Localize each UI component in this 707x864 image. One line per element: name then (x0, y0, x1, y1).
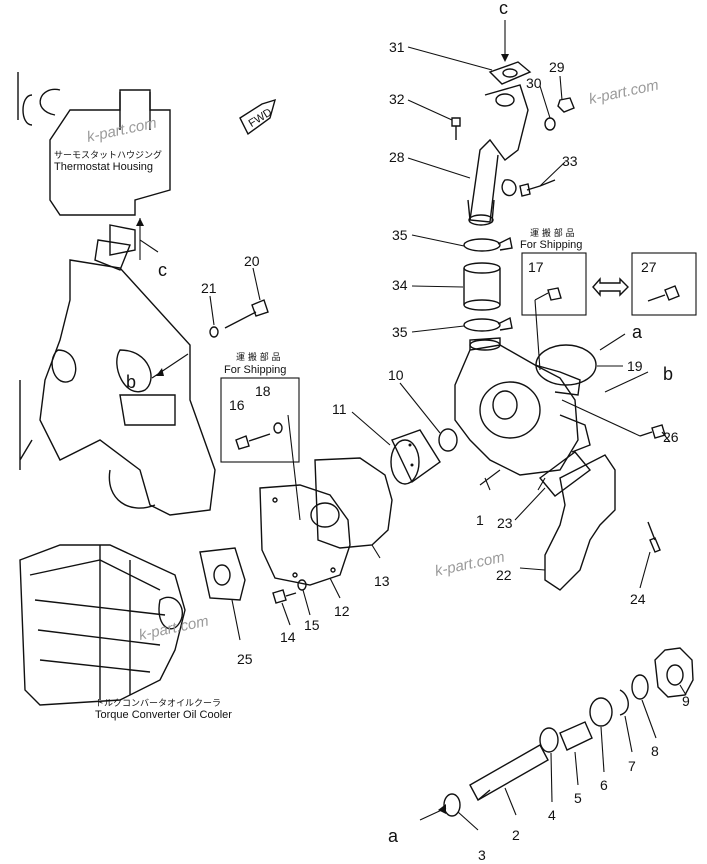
watermark-2: k-part.com (587, 77, 660, 108)
thermostat-label-jp: サーモスタットハウジング (54, 149, 162, 161)
impeller-assembly (390, 428, 458, 485)
part-number-22: 22 (496, 567, 512, 583)
part-number-33: 33 (562, 153, 578, 169)
shipping-label-jp-left: 運 搬 部 品 (236, 351, 281, 363)
oil-cooler-label-en: Torque Converter Oil Cooler (95, 709, 232, 721)
fwd-label: FWD (247, 106, 275, 129)
part-number-11: 11 (332, 401, 347, 417)
part-number-16: 16 (229, 397, 245, 413)
hose-clamps (463, 236, 513, 332)
ref-letter-a-bottom: a (388, 826, 399, 846)
shipping-label-jp-right: 運 搬 部 品 (530, 227, 575, 239)
part-number-2: 2 (512, 827, 520, 843)
watermark-1: k-part.com (85, 115, 158, 146)
fwd-marker: FWD (239, 98, 277, 136)
thermostat-pipe-assembly (451, 61, 575, 226)
part-number-10: 10 (388, 367, 404, 383)
shipping-box-right-alt (631, 252, 697, 316)
gasket-25 (199, 547, 246, 601)
part-number-9: 9 (682, 693, 690, 709)
part-number-24: 24 (630, 591, 646, 607)
part-number-6: 6 (600, 777, 608, 793)
part-number-23: 23 (497, 515, 513, 531)
part-number-4: 4 (548, 807, 556, 823)
part-number-13: 13 (374, 573, 390, 589)
part-number-31: 31 (389, 39, 405, 55)
part-number-12: 12 (334, 603, 350, 619)
part-number-35-lower: 35 (392, 324, 408, 340)
part-number-26: 26 (663, 429, 679, 445)
part-number-5: 5 (574, 790, 582, 806)
part-number-35-upper: 35 (392, 227, 408, 243)
part-number-25: 25 (237, 651, 253, 667)
water-pump-body (454, 337, 591, 476)
part-number-30: 30 (526, 75, 542, 91)
part-number-27: 27 (641, 259, 657, 275)
ref-letter-c-top: c (499, 0, 508, 18)
shipping-label-en-left: For Shipping (224, 364, 286, 376)
watermark-4: k-part.com (137, 613, 210, 644)
part-number-34: 34 (392, 277, 408, 293)
part-number-18: 18 (255, 383, 271, 399)
ref-letter-a-right: a (632, 322, 643, 342)
ref-letter-b-right: b (663, 364, 673, 384)
part-number-3: 3 (478, 847, 486, 863)
part-number-19: 19 (627, 358, 643, 374)
o-ring-19 (535, 344, 597, 386)
part-number-28: 28 (389, 149, 405, 165)
oil-cooler-label-jp: トルクコンバータオイルクーラ (95, 698, 221, 709)
ref-letter-b-left: b (126, 372, 136, 392)
part-number-20: 20 (244, 253, 260, 269)
cover-and-gasket (259, 457, 393, 586)
engine-block-drawing (17, 72, 216, 706)
ref-letter-c-left: c (158, 260, 167, 280)
part-number-8: 8 (651, 743, 659, 759)
thermostat-label-en: Thermostat Housing (54, 161, 153, 173)
shipping-box-left (220, 377, 300, 463)
part-number-14: 14 (280, 629, 296, 645)
part-number-15: 15 (304, 617, 320, 633)
shaft-assembly (443, 647, 694, 817)
leader-lines (139, 20, 687, 831)
shipping-box-right (521, 252, 587, 316)
part-number-7: 7 (628, 758, 636, 774)
part-number-21: 21 (201, 280, 217, 296)
part-number-29: 29 (549, 59, 565, 75)
shipping-label-en-right: For Shipping (520, 239, 582, 251)
part-number-17: 17 (528, 259, 544, 275)
part-number-32: 32 (389, 91, 405, 107)
part-number-1: 1 (476, 512, 484, 528)
